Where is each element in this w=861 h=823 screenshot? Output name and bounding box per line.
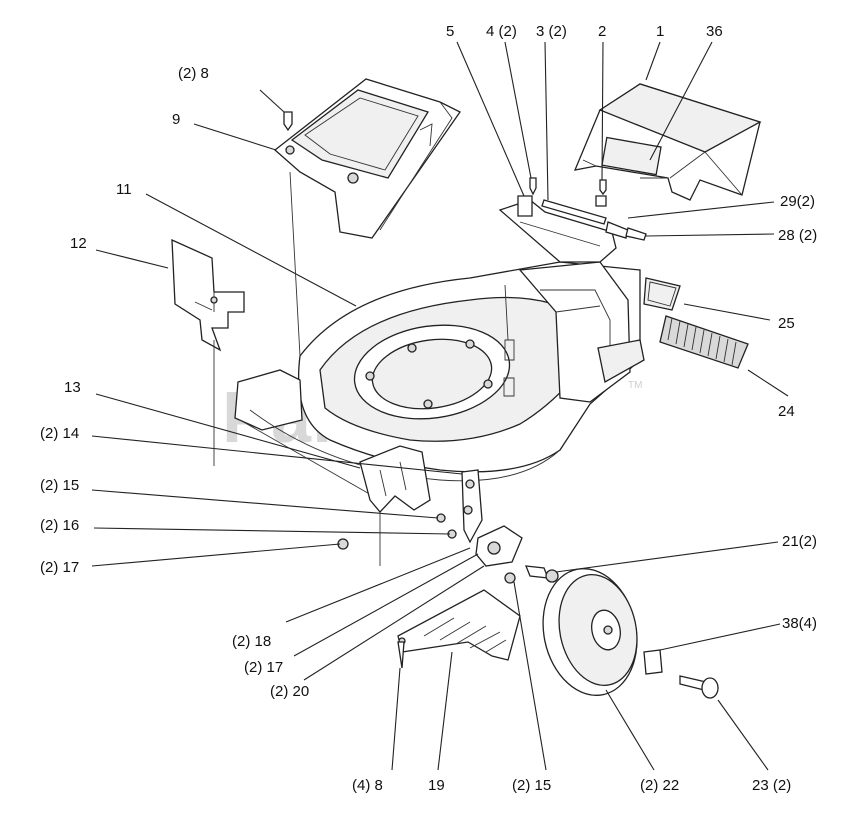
part-mat bbox=[659, 315, 749, 369]
callout-15-bottom: (2) 15 bbox=[512, 777, 551, 794]
callout-12: 12 bbox=[70, 235, 87, 252]
callout-22: (2) 22 bbox=[640, 777, 679, 794]
callout-2: 2 bbox=[598, 23, 606, 40]
callout-29: 29(2) bbox=[780, 193, 815, 210]
callout-17-left: (2) 17 bbox=[40, 559, 79, 576]
callout-3: 3 (2) bbox=[536, 23, 567, 40]
part-mower-deck bbox=[234, 199, 645, 501]
callout-5: 5 bbox=[446, 23, 454, 40]
callout-9: 9 bbox=[172, 111, 180, 128]
callout-4: 4 (2) bbox=[486, 23, 517, 40]
part-axle-bolt bbox=[524, 565, 559, 583]
callout-17-bottom: (2) 17 bbox=[244, 659, 283, 676]
callout-14: (2) 14 bbox=[40, 425, 79, 442]
part-height-adjuster bbox=[337, 469, 523, 584]
part-side-plate bbox=[171, 238, 245, 352]
callout-15-left: (2) 15 bbox=[40, 477, 79, 494]
part-wheel bbox=[542, 568, 638, 696]
part-front-bracket bbox=[359, 445, 431, 513]
callout-1: 1 bbox=[656, 23, 664, 40]
part-handle-hardware bbox=[517, 177, 647, 241]
callout-labels: 5 4 (2) 3 (2) 2 1 36 (2) 8 9 11 12 29(2)… bbox=[40, 23, 817, 794]
callout-21: 21(2) bbox=[782, 533, 817, 550]
part-bushing-bolt bbox=[643, 649, 719, 699]
callout-28: 28 (2) bbox=[778, 227, 817, 244]
part-cover-panel bbox=[273, 78, 461, 239]
leader-lines bbox=[91, 41, 789, 771]
part-screw-top bbox=[283, 111, 293, 132]
callout-8-top: (2) 8 bbox=[178, 65, 209, 82]
callout-38: 38(4) bbox=[782, 615, 817, 632]
callout-13: 13 bbox=[64, 379, 81, 396]
callout-24: 24 bbox=[778, 403, 795, 420]
callout-18: (2) 18 bbox=[232, 633, 271, 650]
callout-20: (2) 20 bbox=[270, 683, 309, 700]
callout-16: (2) 16 bbox=[40, 517, 79, 534]
callout-19: 19 bbox=[428, 777, 445, 794]
callout-25: 25 bbox=[778, 315, 795, 332]
callout-11: 11 bbox=[116, 181, 132, 198]
part-top-cover bbox=[573, 83, 762, 201]
callout-23: 23 (2) bbox=[752, 777, 791, 794]
callout-36: 36 bbox=[706, 23, 723, 40]
watermark-trademark: TM bbox=[628, 380, 642, 391]
part-rear-trim bbox=[397, 589, 521, 669]
callout-8-bottom: (4) 8 bbox=[352, 777, 383, 794]
part-grille bbox=[643, 277, 681, 311]
